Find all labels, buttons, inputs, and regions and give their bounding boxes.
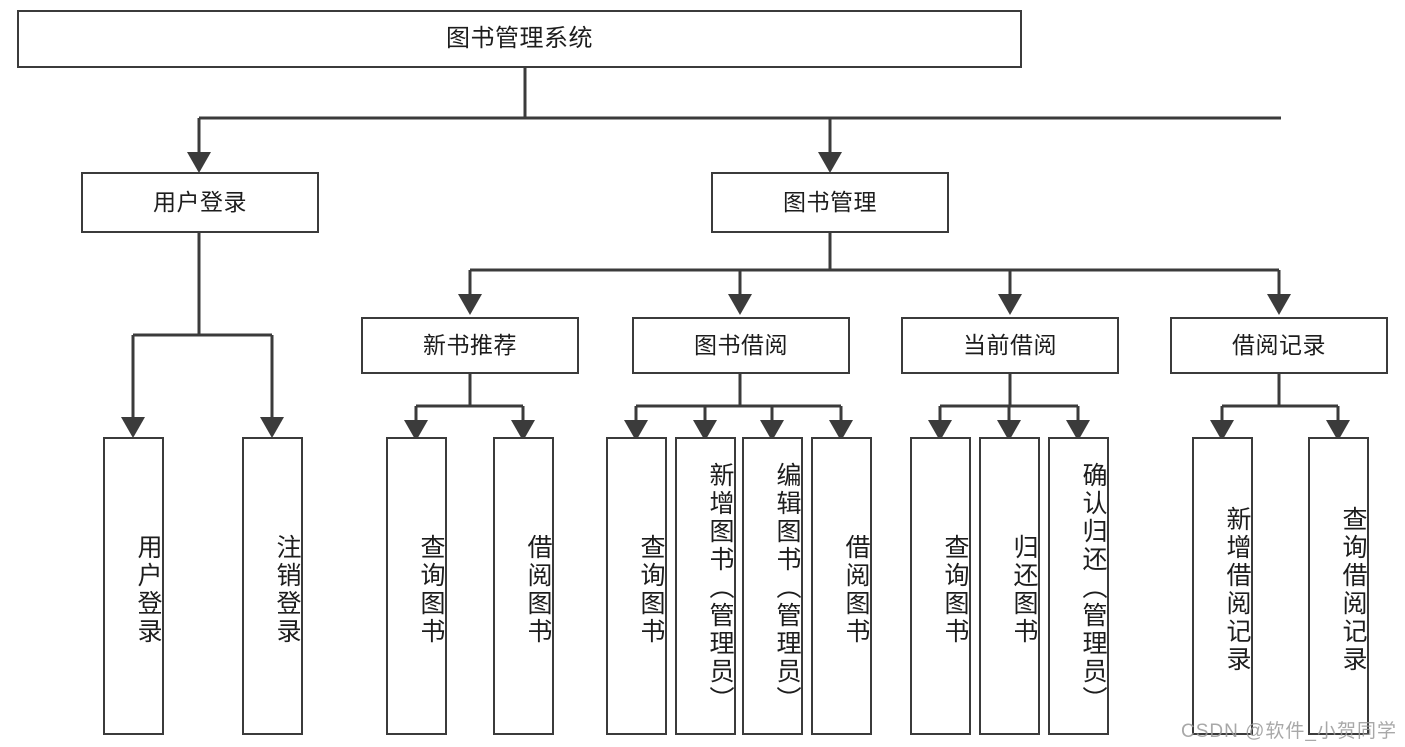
node-book-borrow[interactable]: 图书借阅 xyxy=(632,317,850,374)
node-current-borrow[interactable]: 当前借阅 xyxy=(901,317,1119,374)
leaf-current-query-book[interactable]: 查询图书 xyxy=(910,437,971,735)
leaf-current-confirm-return-admin[interactable]: 确认归还（管理员） xyxy=(1048,437,1109,735)
leaf-borrow-edit-book-admin[interactable]: 编辑图书（管理员） xyxy=(742,437,803,735)
node-borrow-record[interactable]: 借阅记录 xyxy=(1170,317,1388,374)
leaf-user-logout[interactable]: 注销登录 xyxy=(242,437,303,735)
leaf-current-return-book[interactable]: 归还图书 xyxy=(979,437,1040,735)
leaf-recommend-query-book[interactable]: 查询图书 xyxy=(386,437,447,735)
leaf-borrow-add-book-admin[interactable]: 新增图书（管理员） xyxy=(675,437,736,735)
leaf-borrow-query-book[interactable]: 查询图书 xyxy=(606,437,667,735)
leaf-borrow-borrow-book[interactable]: 借阅图书 xyxy=(811,437,872,735)
node-book-management[interactable]: 图书管理 xyxy=(711,172,949,233)
node-new-book-recommend[interactable]: 新书推荐 xyxy=(361,317,579,374)
leaf-record-query-borrow-record[interactable]: 查询借阅记录 xyxy=(1308,437,1369,735)
csdn-watermark: CSDN @软件_小贺同学 xyxy=(1181,721,1397,742)
leaf-record-add-borrow-record[interactable]: 新增借阅记录 xyxy=(1192,437,1253,735)
node-user-login[interactable]: 用户登录 xyxy=(81,172,319,233)
leaf-recommend-borrow-book[interactable]: 借阅图书 xyxy=(493,437,554,735)
leaf-user-login-do[interactable]: 用户登录 xyxy=(103,437,164,735)
node-root-system[interactable]: 图书管理系统 xyxy=(17,10,1022,68)
